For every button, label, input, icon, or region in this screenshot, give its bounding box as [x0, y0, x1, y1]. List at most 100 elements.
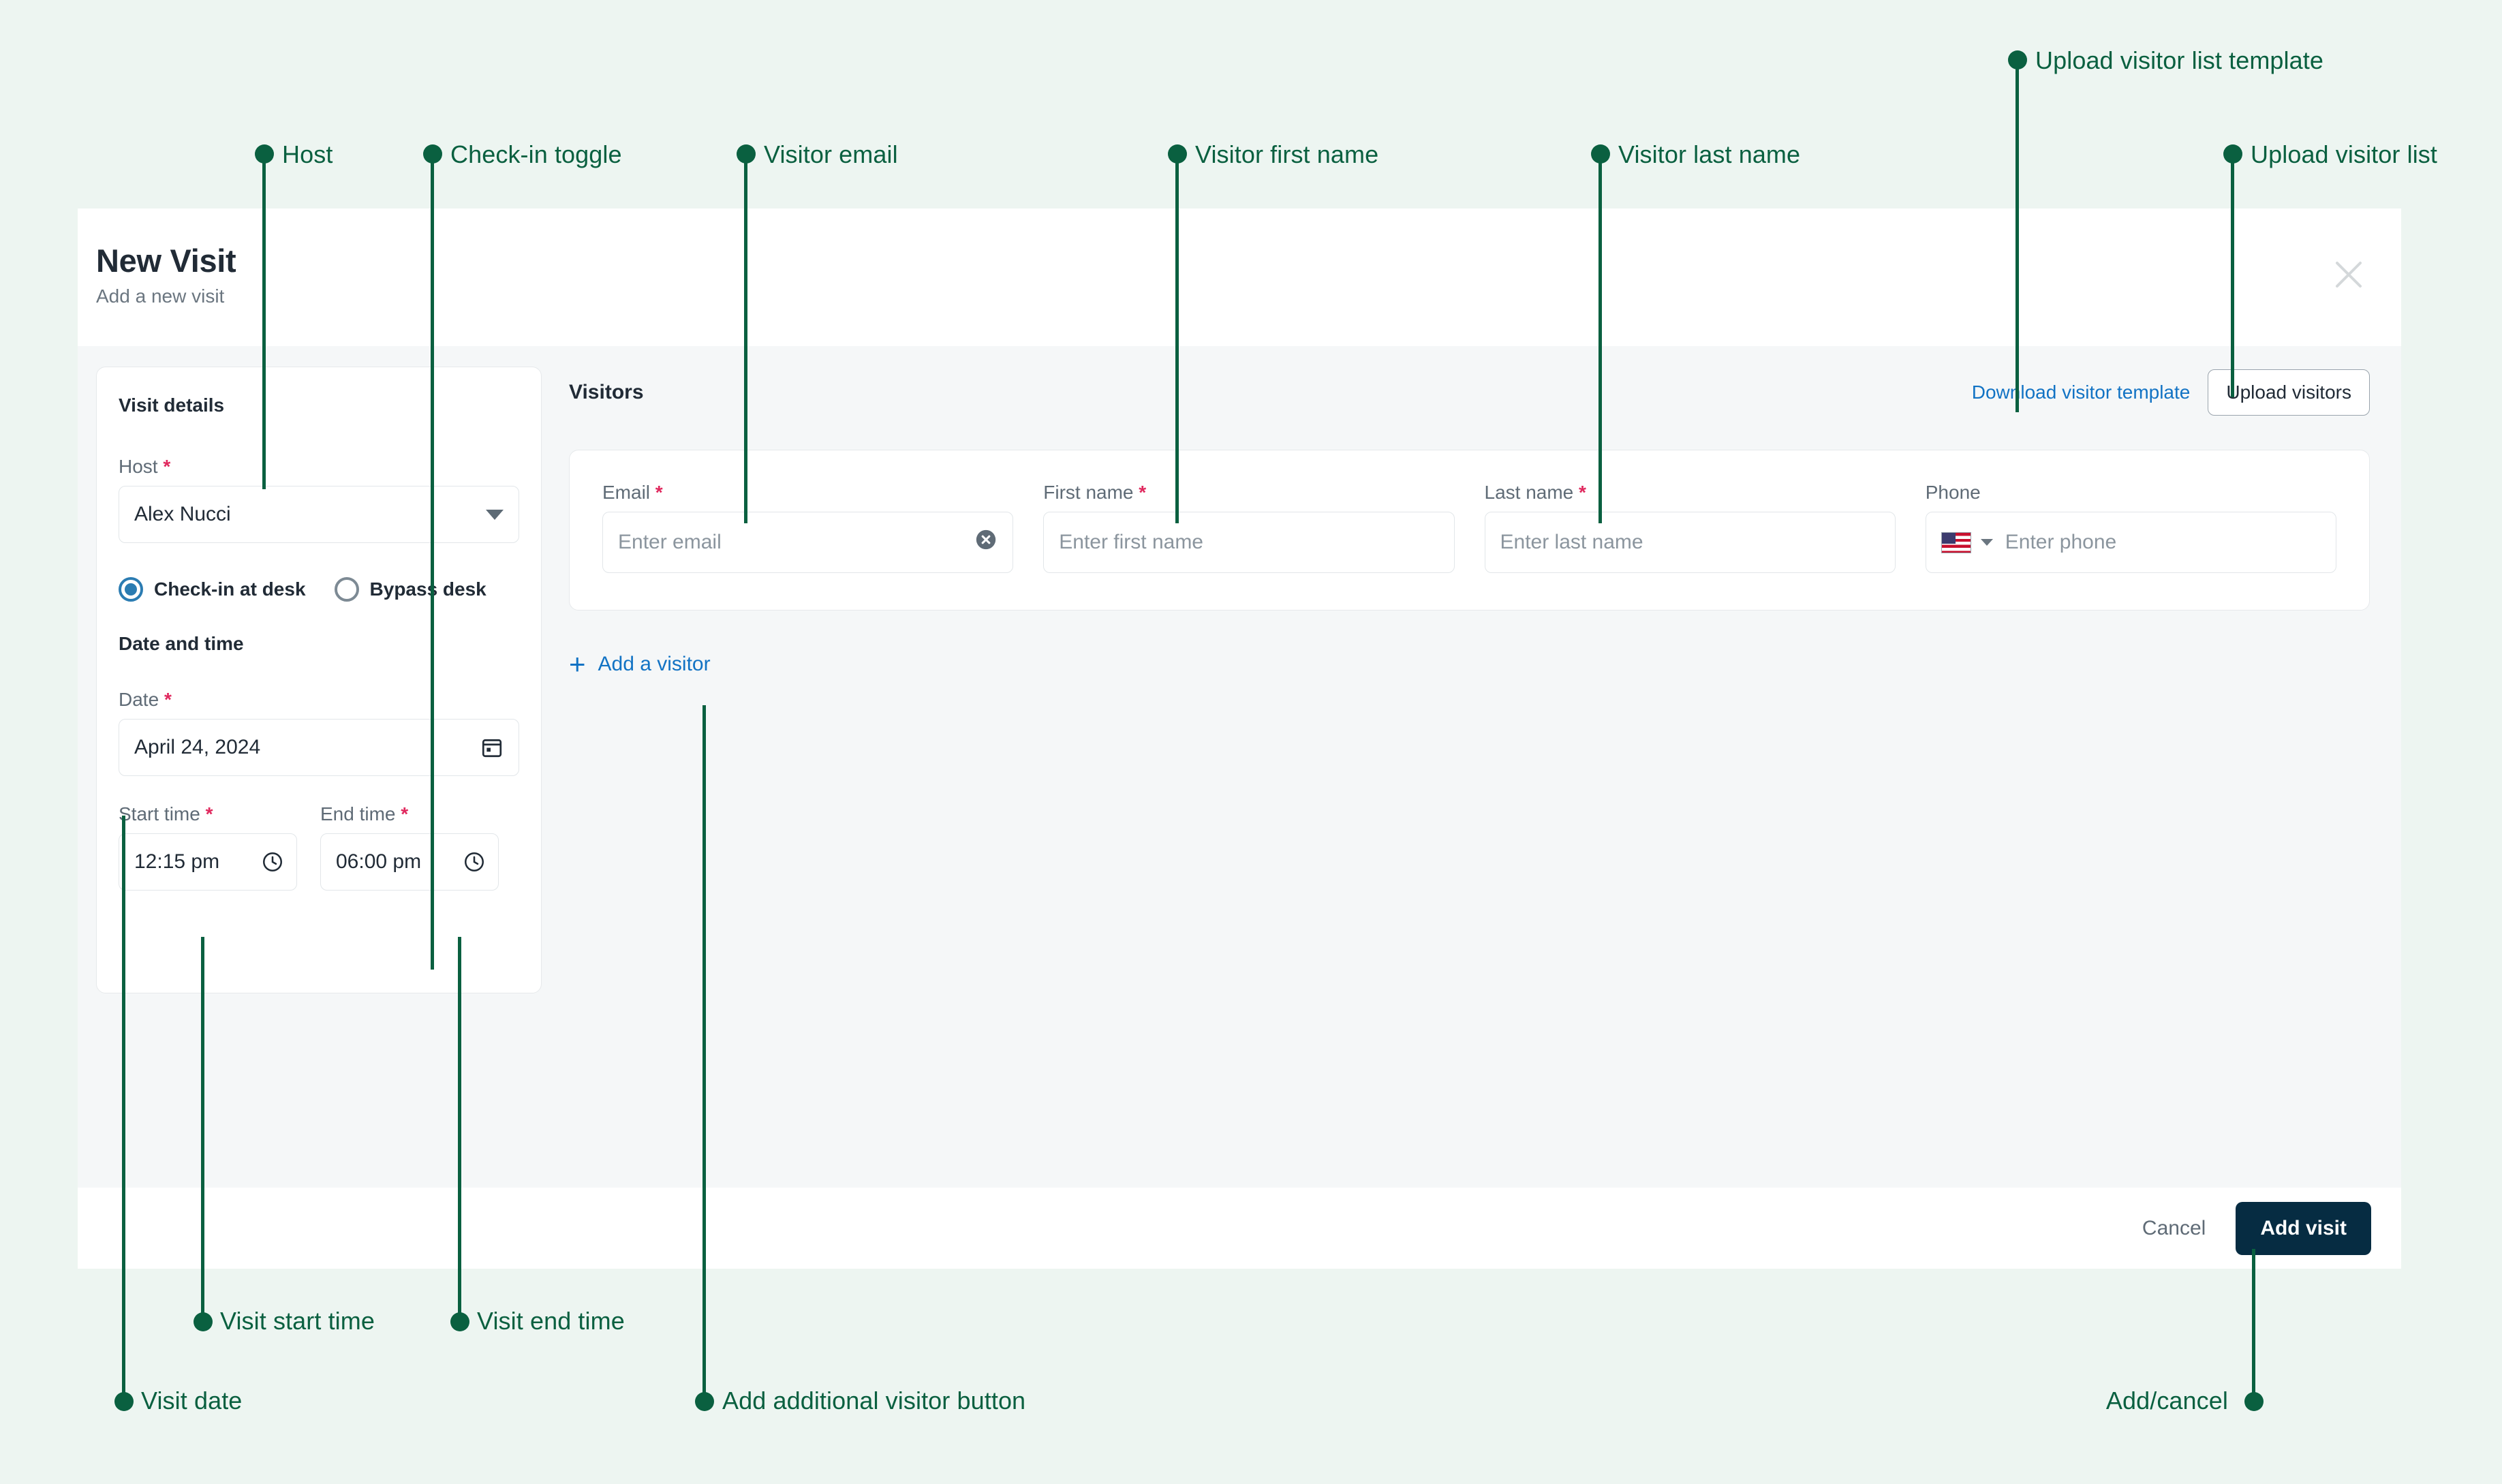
date-label-text: Date [119, 689, 159, 710]
new-visit-modal: New Visit Add a new visit Visit details … [78, 208, 2401, 1269]
annotation-label-visit-end: Visit end time [477, 1307, 625, 1335]
modal-header: New Visit Add a new visit [78, 208, 2401, 346]
add-a-visitor-label: Add a visitor [598, 653, 711, 675]
required-asterisk: * [1139, 482, 1147, 503]
annotation-dot-add-cancel [2244, 1392, 2264, 1411]
clear-icon[interactable] [974, 528, 998, 557]
end-time-input[interactable]: 06:00 pm [320, 833, 499, 891]
calendar-icon[interactable] [480, 736, 504, 759]
annotation-label-add-cancel: Add/cancel [2105, 1387, 2228, 1415]
upload-visitors-button[interactable]: Upload visitors [2208, 369, 2370, 416]
visitor-row: Email * Enter email [569, 450, 2370, 610]
visitors-section: Visitors Download visitor template Uploa… [569, 367, 2370, 1188]
visitor-email-field: Email * Enter email [602, 482, 1014, 573]
us-flag-icon[interactable] [1941, 531, 1971, 553]
annotation-line-visitor-email [744, 155, 747, 523]
radio-label-check-in-at-desk: Check-in at desk [154, 578, 306, 600]
radio-bypass-desk[interactable]: Bypass desk [334, 577, 486, 602]
annotation-label-visit-date: Visit date [141, 1387, 243, 1415]
visitor-phone-placeholder: Enter phone [2005, 531, 2117, 553]
radio-check-in-at-desk[interactable]: Check-in at desk [119, 577, 306, 602]
cancel-button[interactable]: Cancel [2135, 1207, 2212, 1250]
host-select[interactable]: Alex Nucci [119, 486, 519, 543]
annotation-dot-visit-start [194, 1312, 213, 1331]
annotation-dot-visit-date [114, 1392, 134, 1411]
visitor-first-name-label-text: First name [1043, 482, 1134, 503]
end-time-field-block: End time * 06:00 pm [320, 803, 499, 891]
date-input[interactable]: April 24, 2024 [119, 719, 519, 776]
required-asterisk: * [205, 803, 213, 824]
visitors-heading: Visitors [569, 381, 644, 403]
annotation-line-visit-end [458, 937, 461, 1322]
annotation-dot-visitor-first [1168, 144, 1187, 164]
modal-body: Visit details Host * Alex Nucci Check-in… [78, 346, 2401, 1188]
modal-footer: Cancel Add visit [78, 1188, 2401, 1269]
annotation-line-visit-date [122, 816, 125, 1402]
end-time-value: 06:00 pm [336, 850, 422, 873]
visitor-first-name-label: First name * [1043, 482, 1454, 504]
visitor-first-name-field: First name * Enter first name [1043, 482, 1455, 573]
add-visit-button[interactable]: Add visit [2236, 1201, 2371, 1255]
annotation-line-visitor-last [1598, 155, 1602, 523]
annotation-line-add-cancel [2252, 1249, 2255, 1402]
annotation-dot-visitor-last [1591, 144, 1610, 164]
annotation-label-visit-start: Visit start time [220, 1307, 375, 1335]
annotation-line-host [262, 155, 266, 489]
visitor-last-name-placeholder: Enter last name [1500, 531, 1643, 553]
start-time-label-text: Start time [119, 803, 200, 824]
close-icon[interactable] [2333, 259, 2364, 290]
visitor-last-name-input[interactable]: Enter last name [1484, 512, 1896, 573]
radio-icon-selected [119, 577, 143, 602]
visitor-phone-input[interactable]: Enter phone [1925, 512, 2336, 573]
clock-icon[interactable] [463, 850, 486, 874]
annotation-dot-checkin-toggle [423, 144, 442, 164]
download-visitor-template-link[interactable]: Download visitor template [1971, 382, 2191, 403]
host-selected-value: Alex Nucci [134, 503, 231, 525]
visitor-phone-label-text: Phone [1925, 482, 1981, 503]
date-field-block: Date * April 24, 2024 [119, 689, 519, 776]
page-title: New Visit [96, 243, 236, 279]
required-asterisk: * [164, 689, 172, 710]
start-time-input[interactable]: 12:15 pm [119, 833, 297, 891]
end-time-label: End time * [320, 803, 499, 825]
start-time-label: Start time * [119, 803, 297, 825]
visitor-last-name-label-text: Last name [1484, 482, 1574, 503]
modal-subtitle: Add a new visit [96, 285, 225, 307]
visitors-actions: Download visitor template Upload visitor… [1972, 369, 2370, 416]
end-time-label-text: End time [320, 803, 396, 824]
host-label-text: Host [119, 456, 158, 477]
visitor-email-input[interactable]: Enter email [602, 512, 1014, 573]
annotation-label-visitor-first: Visitor first name [1195, 140, 1379, 168]
start-time-field-block: Start time * 12:15 pm [119, 803, 297, 891]
annotation-label-upload-template: Upload visitor list template [2035, 46, 2323, 74]
visitor-email-label: Email * [602, 482, 1013, 504]
annotation-label-host: Host [282, 140, 333, 168]
date-and-time-heading: Date and time [119, 633, 244, 654]
add-a-visitor-button[interactable]: + Add a visitor [569, 650, 711, 679]
required-asterisk: * [1579, 482, 1586, 503]
annotation-label-upload-list: Upload visitor list [2251, 140, 2437, 168]
annotation-dot-visitor-email [737, 144, 756, 164]
annotation-line-upload-template [2016, 61, 2019, 412]
annotation-dot-visit-end [450, 1312, 469, 1331]
radio-label-bypass-desk: Bypass desk [369, 578, 486, 600]
chevron-down-icon[interactable] [1980, 539, 1993, 546]
visitor-email-label-text: Email [602, 482, 651, 503]
annotation-dot-upload-template [2008, 50, 2027, 69]
visitor-first-name-placeholder: Enter first name [1059, 531, 1203, 553]
annotation-label-visitor-email: Visitor email [764, 140, 898, 168]
annotation-label-visitor-last: Visitor last name [1618, 140, 1801, 168]
visitor-last-name-label: Last name * [1485, 482, 1896, 504]
annotation-dot-host [255, 144, 274, 164]
date-label: Date * [119, 689, 519, 711]
clock-icon[interactable] [261, 850, 284, 874]
time-row: Start time * 12:15 pm [119, 803, 519, 891]
annotation-line-upload-list [2231, 155, 2234, 397]
checkin-toggle-group: Check-in at desk Bypass desk [119, 577, 519, 602]
start-time-value: 12:15 pm [134, 850, 220, 873]
required-asterisk: * [655, 482, 663, 503]
visitor-first-name-input[interactable]: Enter first name [1043, 512, 1455, 573]
visit-details-heading: Visit details [119, 395, 225, 416]
annotation-dot-add-visitor-btn [695, 1392, 714, 1411]
